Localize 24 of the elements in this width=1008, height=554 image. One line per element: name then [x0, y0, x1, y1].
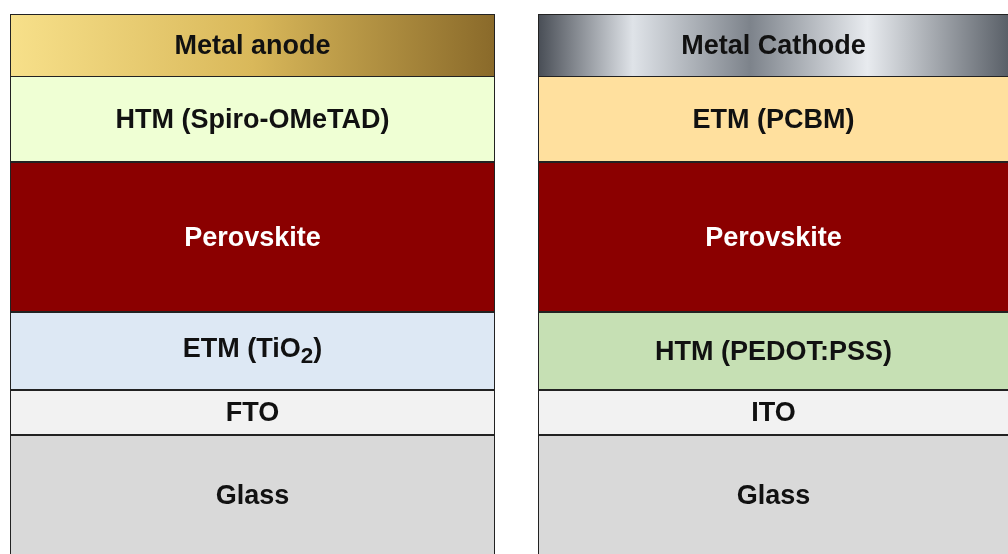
hole-transport-layer: [538, 312, 1008, 390]
electron-transport-layer: [538, 76, 1008, 162]
metal-layer: [10, 14, 495, 77]
conductive-oxide-layer: [10, 390, 495, 435]
conductive-oxide-layer: [538, 390, 1008, 435]
glass-substrate: [538, 435, 1008, 554]
perovskite-layer: [538, 162, 1008, 312]
layer-label: HTM (PEDOT:PSS): [655, 335, 892, 367]
layer-label: Glass: [215, 480, 290, 511]
layer-label: Metal anode: [174, 30, 331, 61]
hole-transport-layer: [10, 76, 495, 162]
layer-label: Perovskite: [184, 221, 321, 253]
glass-substrate: [10, 435, 495, 554]
layer-label: ETM (TiO$_{2}$): [182, 332, 323, 370]
metal-layer: [538, 14, 1008, 77]
layer-label: Perovskite: [705, 221, 842, 253]
layer-label: Glass: [736, 480, 811, 511]
layer-label: HTM (Spiro-OMeTAD): [115, 103, 390, 135]
layer-label: ITO: [751, 397, 796, 428]
electron-transport-layer: [10, 312, 495, 390]
layer-label: Metal Cathode: [681, 30, 866, 61]
perovskite-layer: [10, 162, 495, 312]
layer-label: ETM (PCBM): [692, 103, 855, 135]
layer-label: FTO: [225, 397, 280, 428]
